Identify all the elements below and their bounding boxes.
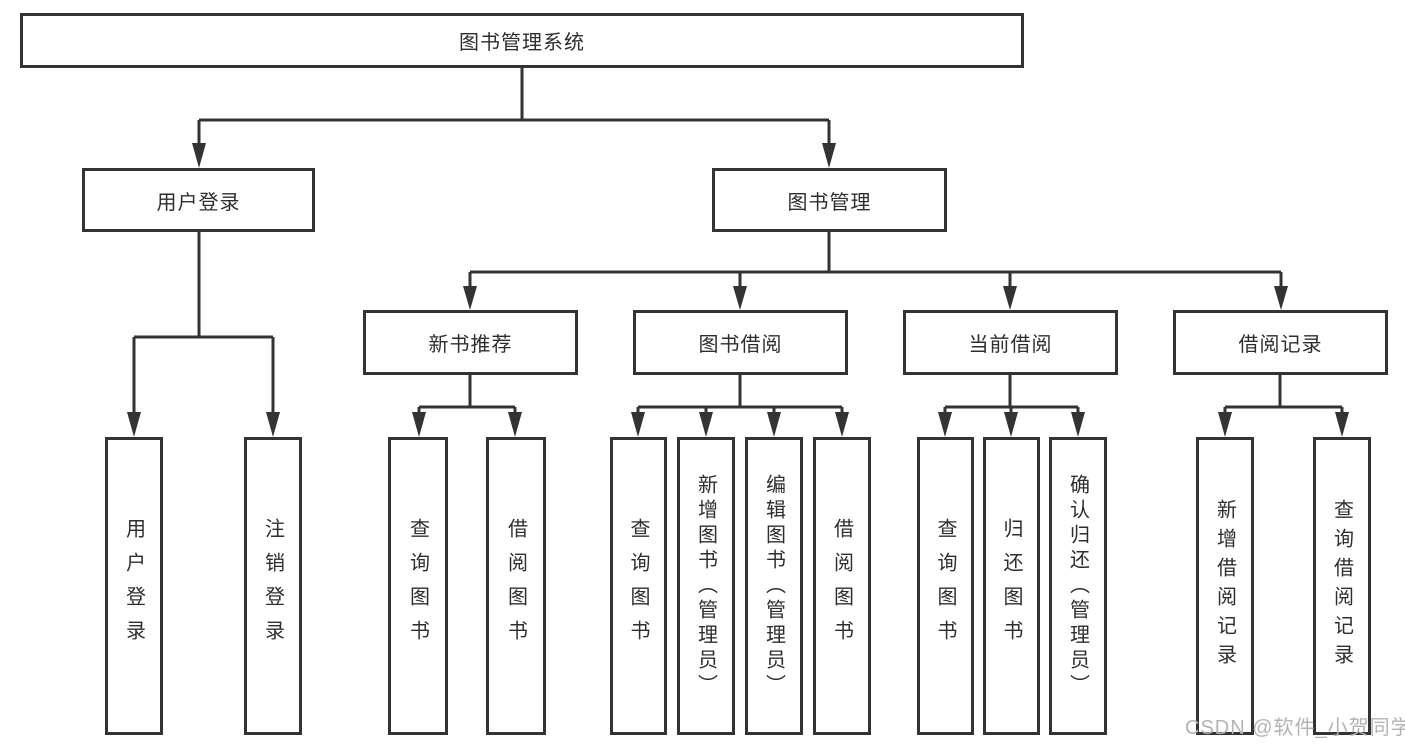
node-book-borrowing: 图书借阅 xyxy=(633,310,848,375)
leaf-borrow-edit-books-admin: 编辑图书（管理员） xyxy=(745,437,803,735)
leaf-newbook-borrow-books: 借阅图书 xyxy=(486,437,546,735)
leaf-label: 借阅图书 xyxy=(504,518,527,654)
leaf-label: 新增借阅记录 xyxy=(1213,499,1236,673)
node-label: 借阅记录 xyxy=(1238,334,1323,356)
node-borrowing-records: 借阅记录 xyxy=(1173,310,1388,375)
leaf-label: 查询图书 xyxy=(627,518,649,654)
node-label: 当前借阅 xyxy=(968,334,1053,356)
leaf-records-query-borrow-record: 查询借阅记录 xyxy=(1313,437,1371,735)
node-label: 新书推荐 xyxy=(428,334,513,356)
csdn-watermark: CSDN @软件_小贺同学 xyxy=(1185,717,1405,739)
leaf-label: 查询图书 xyxy=(934,518,956,654)
leaf-user-login: 用户登录 xyxy=(105,437,163,735)
leaf-current-confirm-return-admin: 确认归还（管理员） xyxy=(1049,437,1107,735)
leaf-borrow-borrow-books: 借阅图书 xyxy=(813,437,871,735)
node-new-book-recommendation: 新书推荐 xyxy=(363,310,578,375)
leaf-label: 新增图书（管理员） xyxy=(694,473,717,699)
node-label: 图书借阅 xyxy=(698,334,783,356)
leaf-label: 用户登录 xyxy=(122,518,145,654)
node-label: 用户登录 xyxy=(156,191,241,214)
leaf-logout-login: 注销登录 xyxy=(244,437,302,735)
leaf-label: 查询借阅记录 xyxy=(1330,499,1353,673)
node-label: 图书管理 xyxy=(787,191,872,214)
leaf-borrow-add-books-admin: 新增图书（管理员） xyxy=(677,437,735,735)
node-current-borrowing: 当前借阅 xyxy=(903,310,1118,375)
node-book-management: 图书管理 xyxy=(712,168,947,232)
leaf-records-add-borrow-record: 新增借阅记录 xyxy=(1196,437,1254,735)
node-user-login: 用户登录 xyxy=(82,168,315,232)
leaf-label: 注销登录 xyxy=(261,518,284,654)
leaf-current-query-books: 查询图书 xyxy=(917,437,974,735)
leaf-label: 编辑图书（管理员） xyxy=(762,473,785,699)
node-label: 图书管理系统 xyxy=(459,32,585,54)
leaf-label: 借阅图书 xyxy=(830,518,853,654)
leaf-label: 归还图书 xyxy=(1000,518,1022,654)
leaf-label: 确认归还（管理员） xyxy=(1066,473,1089,699)
leaf-borrow-query-books: 查询图书 xyxy=(610,437,667,735)
leaf-current-return-books: 归还图书 xyxy=(983,437,1040,735)
node-library-management-system: 图书管理系统 xyxy=(20,13,1024,68)
leaf-label: 查询图书 xyxy=(406,518,429,654)
leaf-newbook-query-books: 查询图书 xyxy=(388,437,448,735)
